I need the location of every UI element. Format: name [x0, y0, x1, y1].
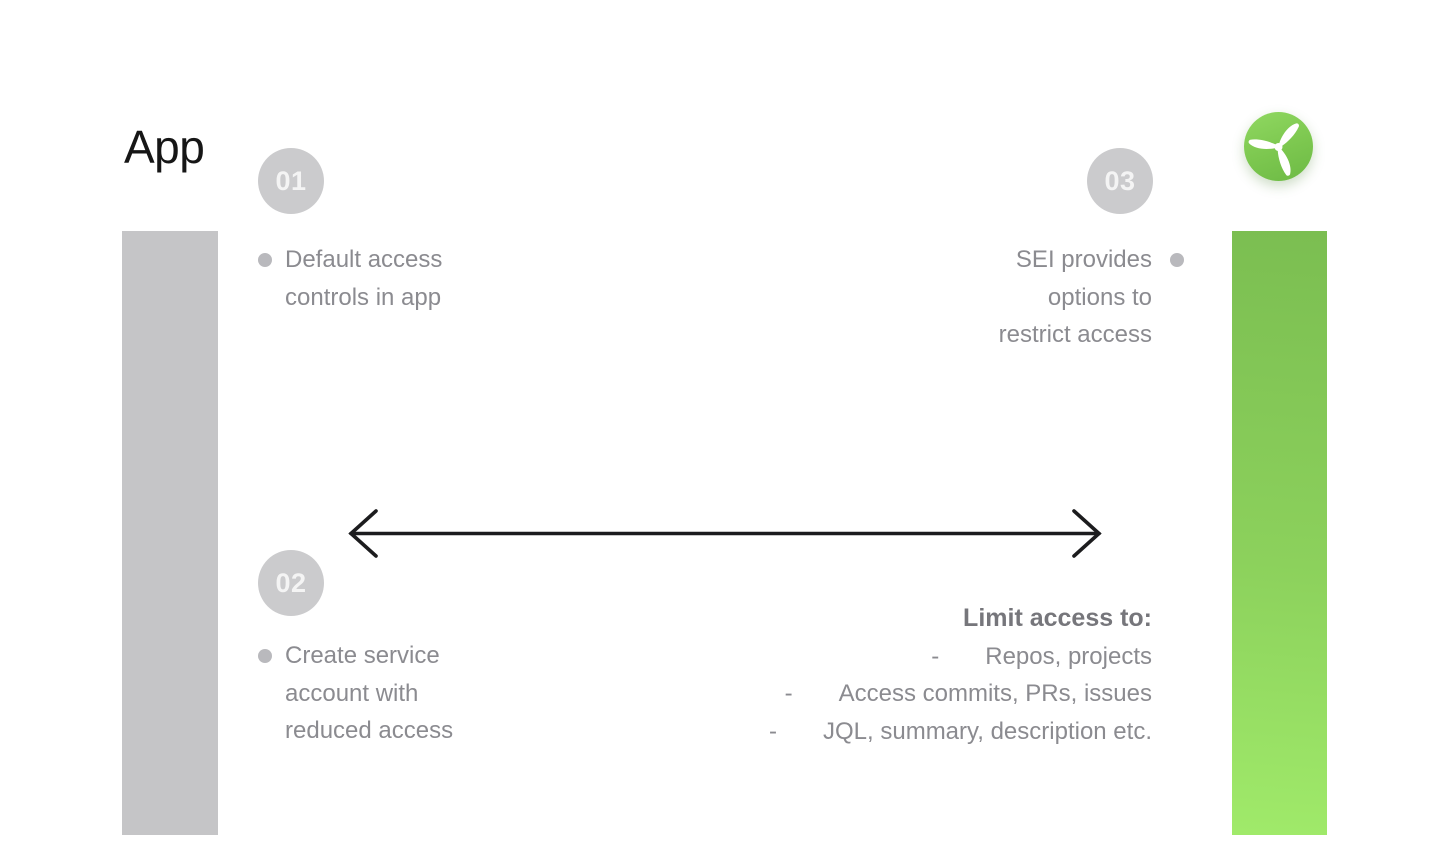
step-badge-02: 02 — [258, 550, 324, 616]
limit-access-list: Limit access to: - Repos, projects - Acces… — [632, 600, 1152, 750]
step-line: Create service — [285, 642, 440, 669]
app-column-bar — [122, 231, 218, 835]
step-2-lines: Create service account with reduced acce… — [285, 637, 453, 750]
step-badge-01: 01 — [258, 148, 324, 214]
dash-bullet: - — [769, 717, 777, 745]
step-3-text: SEI provides options to restrict access — [999, 241, 1184, 354]
step-3-lines: SEI provides options to restrict access — [999, 241, 1152, 354]
step-number: 03 — [1104, 165, 1136, 196]
limit-access-item: - JQL, summary, description etc. — [632, 713, 1152, 751]
bullet-icon — [1170, 253, 1184, 267]
step-line: controls in app — [285, 283, 442, 311]
step-line: SEI provides — [1015, 246, 1152, 273]
limit-access-heading: Limit access to: — [963, 604, 1152, 632]
double-arrow-icon — [345, 505, 1105, 567]
limit-item-text: JQL, summary, description etc. — [823, 717, 1152, 745]
limit-item-text: Access commits, PRs, issues — [838, 680, 1152, 707]
step-line: account with — [285, 679, 419, 707]
app-title: App — [124, 121, 205, 173]
step-1-text: Default access controls in app — [258, 241, 442, 316]
step-number: 01 — [275, 165, 307, 196]
bullet-icon — [258, 649, 272, 663]
step-badge-03: 03 — [1087, 148, 1153, 214]
step-2-text: Create service account with reduced acce… — [258, 637, 453, 750]
sei-column-bar — [1232, 231, 1327, 835]
limit-access-item: - Repos, projects — [632, 638, 1152, 676]
dash-bullet: - — [931, 642, 940, 670]
limit-item-text: Repos, projects — [985, 642, 1152, 670]
dash-bullet: - — [784, 680, 793, 707]
step-line: Default access — [285, 246, 443, 273]
propeller-logo-icon — [1244, 112, 1313, 181]
limit-access-item: - Access commits, PRs, issues — [632, 675, 1152, 713]
step-line: options to — [1047, 283, 1152, 311]
step-number: 02 — [275, 567, 307, 598]
bullet-icon — [258, 253, 272, 267]
propeller-blades-icon — [1248, 123, 1299, 176]
step-1-lines: Default access controls in app — [285, 241, 442, 316]
step-line: reduced access — [285, 717, 454, 744]
step-line: restrict access — [998, 321, 1152, 348]
